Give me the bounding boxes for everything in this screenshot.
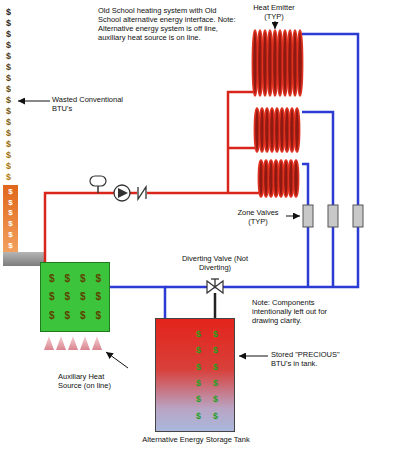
dollar-sign: $	[190, 378, 207, 388]
note-text: Old School heating system with Old Schoo…	[98, 6, 240, 42]
valve-actuator	[211, 278, 219, 279]
dollar-sign: $	[3, 150, 14, 161]
dollar-sign: $	[3, 73, 14, 84]
dollar-sign: $	[60, 310, 76, 322]
dollar-sign: $	[91, 291, 107, 303]
callout-label: Heat Emitter (TYP)	[243, 3, 305, 21]
supply-riser	[228, 92, 254, 193]
zone-valve	[328, 205, 338, 227]
dollar-sign: $	[3, 84, 14, 95]
dollar-sign: $	[3, 62, 14, 73]
storage-tank: $$$$$$$$$$$$Alternative Energy Storage T…	[155, 318, 235, 432]
dollar-sign: $	[207, 345, 224, 355]
emitter-coil	[297, 30, 302, 96]
dollar-sign: $	[190, 345, 207, 355]
callout-label: Stored "PRECIOUS" BTU's in tank.	[271, 350, 353, 368]
node-content: $$$$$$$$$$$$	[41, 263, 109, 331]
dollar-sign: $	[75, 291, 91, 303]
node-content: $$$$$$$$$$$$	[156, 319, 234, 431]
leader-arrow	[239, 356, 268, 357]
heat-emitters	[252, 30, 302, 197]
flue-connector	[3, 252, 45, 266]
dollar-sign: $	[8, 230, 12, 239]
dollar-sign: $	[91, 310, 107, 322]
dollar-sign: $	[3, 117, 14, 128]
dollar-sign: $	[3, 139, 14, 150]
tank-pipe	[214, 293, 217, 318]
dollar-sign: $	[75, 310, 91, 322]
leader-arrow	[275, 21, 276, 29]
zone-valve	[353, 205, 363, 227]
dollar-sign: $	[190, 411, 207, 421]
heat-emitter	[258, 160, 298, 197]
callout-label: Zone Valves (TYP)	[232, 208, 284, 226]
dollar-sign: $	[60, 273, 76, 285]
heat-emitter	[252, 30, 302, 96]
dollar-sign: $	[207, 411, 224, 421]
dollar-sign: $	[44, 273, 60, 285]
callout-label: Diverting Valve (Not Diverting)	[180, 254, 250, 272]
dollar-sign: $	[8, 198, 12, 207]
dollar-sign: $	[3, 106, 14, 117]
dollar-sign: $	[3, 172, 14, 183]
dollar-sign: $	[44, 291, 60, 303]
emitter-coil	[293, 160, 298, 197]
expansion-tank-stem	[97, 186, 99, 193]
dollar-sign: $	[207, 329, 224, 339]
zone-valve	[303, 205, 313, 227]
dollar-sign: $	[91, 273, 107, 285]
dollar-sign: $	[3, 161, 14, 172]
heat-emitter	[254, 108, 299, 152]
dollar-sign: $	[8, 241, 12, 250]
dollar-sign: $	[3, 29, 14, 40]
return-pipe	[302, 112, 333, 287]
dollar-sign: $	[60, 291, 76, 303]
dollar-sign: $	[190, 329, 207, 339]
emitter-coil	[294, 108, 299, 152]
callout-label: Auxiliary Heat Source (on line)	[58, 372, 130, 390]
return-pipe-connector	[110, 287, 165, 318]
auxiliary-heat-source: $$$$$$$$$$$$	[40, 262, 110, 332]
burner-flames	[44, 336, 102, 350]
pump-arrow	[118, 188, 128, 198]
tank-heading: Alternative Energy Storage Tank	[141, 436, 251, 445]
leader-arrow	[286, 216, 300, 217]
dollar-sign: $	[44, 310, 60, 322]
dollar-sign: $	[207, 362, 224, 372]
dollar-sign: $	[3, 7, 14, 18]
leader-arrow	[106, 352, 128, 368]
dollar-sign: $	[8, 219, 12, 228]
dollar-sign: $	[3, 95, 14, 106]
dollar-sign: $	[207, 378, 224, 388]
dollar-sign: $	[3, 18, 14, 29]
chimney-flue: $$$$$$	[3, 185, 18, 252]
dollar-sign: $	[3, 40, 14, 51]
check-valve-ground	[137, 187, 147, 199]
dollar-sign: $	[8, 208, 12, 217]
dollar-sign: $	[190, 394, 207, 404]
dollar-sign: $	[207, 394, 224, 404]
circulator-pump	[114, 185, 130, 201]
supply-branch	[228, 147, 256, 150]
dollar-sign: $	[3, 51, 14, 62]
diverting-valve	[207, 281, 223, 293]
callout-label: Wasted Conventional BTU's	[52, 95, 144, 113]
dollar-sign: $	[8, 187, 12, 196]
expansion-tank	[90, 176, 106, 186]
dollar-sign: $	[75, 273, 91, 285]
valve-stem	[214, 279, 215, 287]
dollar-sign: $	[190, 362, 207, 372]
node-content: $$$$$$	[3, 185, 18, 252]
supply-pipe	[45, 193, 260, 262]
note-text: Note: Components intentionally left out …	[252, 298, 352, 325]
leader-arrow	[18, 101, 50, 102]
check-valve	[138, 187, 146, 199]
dollar-sign: $	[3, 128, 14, 139]
